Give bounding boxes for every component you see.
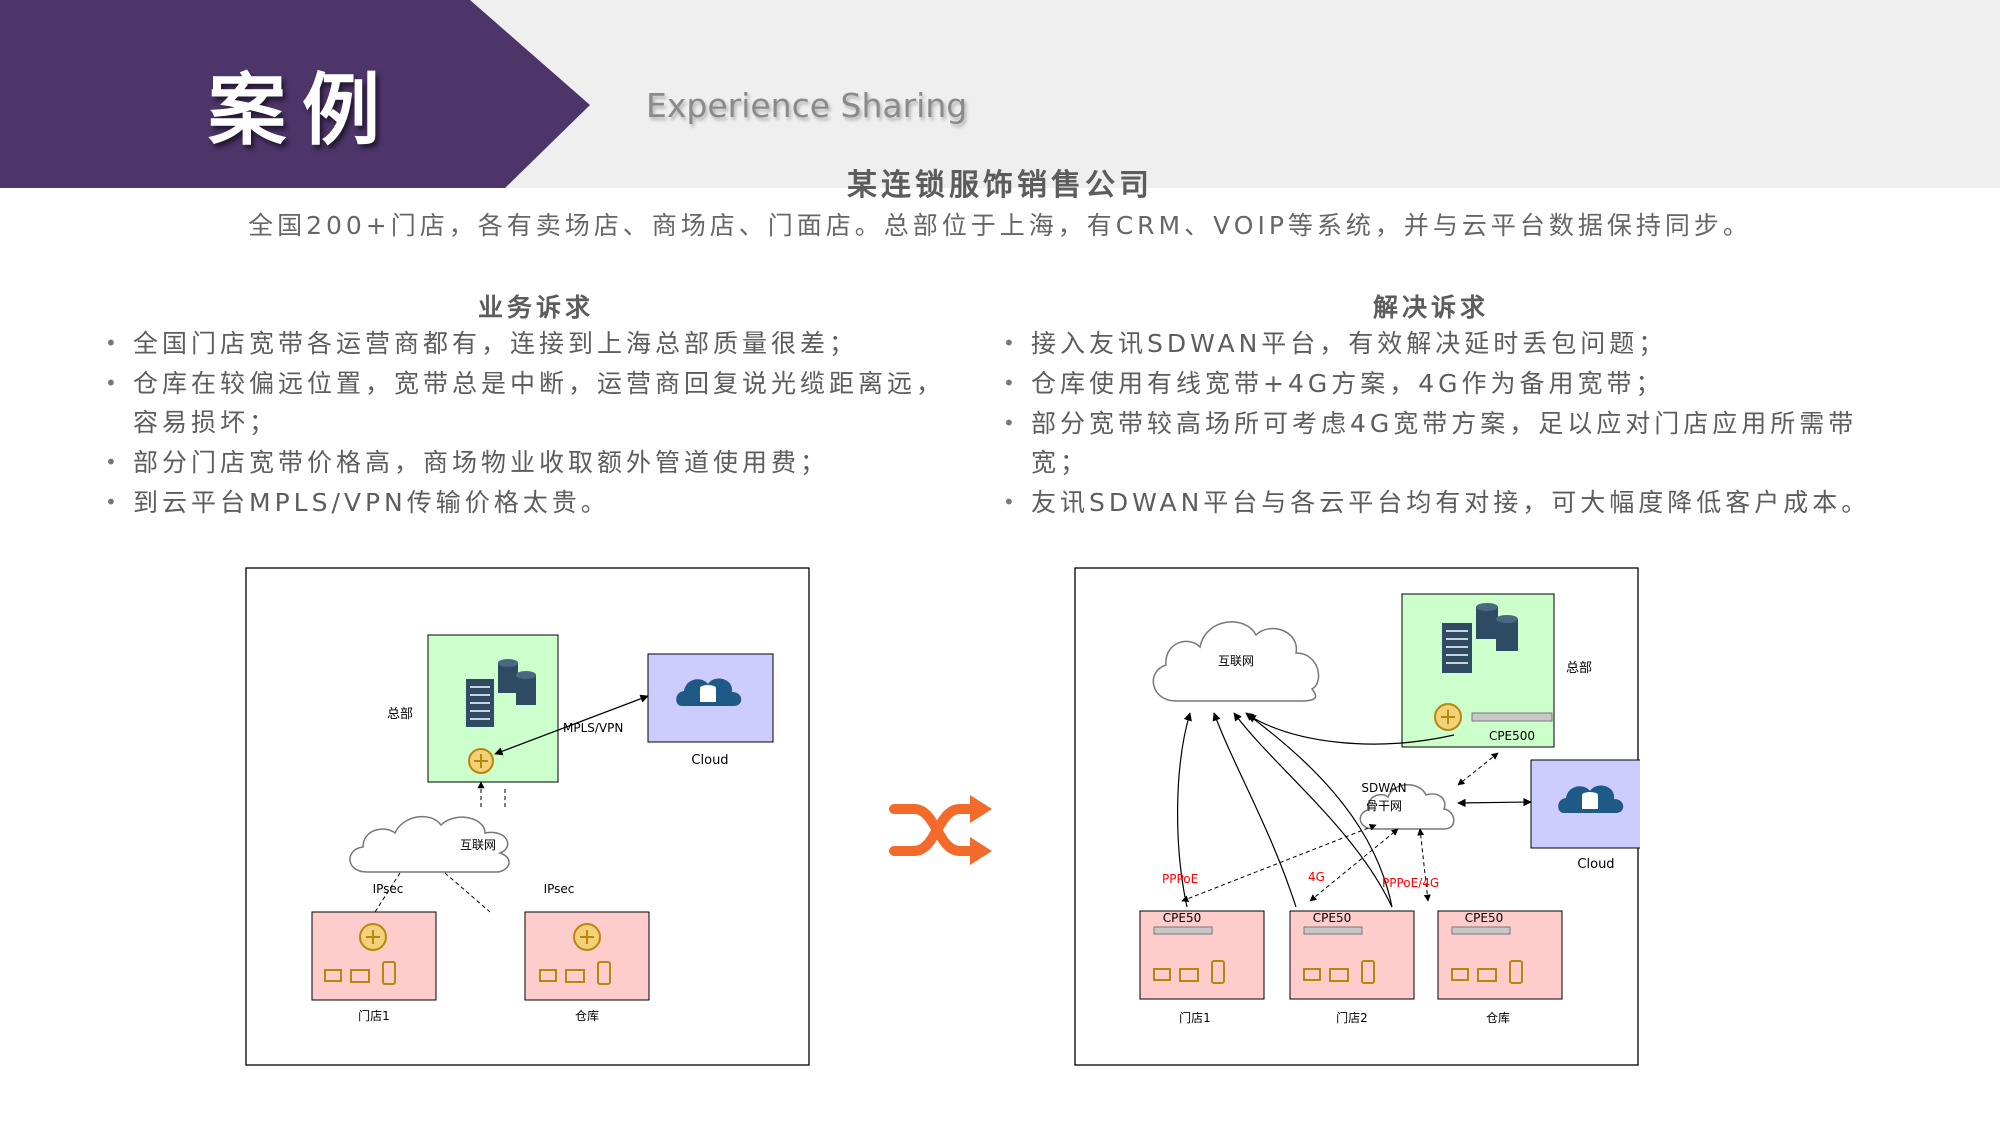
before-network-diagram: 总部 Cloud MPLS/VPN 互联网 IPsec IPsec 门店1 仓库: [245, 567, 810, 1066]
list-item: 部分门店宽带价格高，商场物业收取额外管道使用费；: [105, 443, 965, 482]
router-icon: [1434, 703, 1462, 731]
internet-label: 互联网: [1218, 654, 1254, 668]
backbone-cloud-link: [1457, 797, 1532, 808]
cpe50-device: [1303, 926, 1363, 935]
after-network-diagram: 互联网 CPE500 总部 SDWAN 骨干网 Cloud PPPoE 4G P…: [1074, 567, 1640, 1066]
store1-label: 门店1: [1179, 1010, 1211, 1025]
router-icon: [468, 748, 494, 774]
internet-label: 互联网: [460, 838, 496, 852]
store2-backbone-link: [1309, 828, 1399, 902]
list-item: 接入友讯SDWAN平台，有效解决延时丢包问题；: [1003, 324, 1883, 363]
ipsec-label-right: IPsec: [544, 882, 575, 896]
mpls-label: MPLS/VPN: [563, 721, 623, 735]
warehouse-label: 仓库: [1486, 1010, 1510, 1025]
server-icon: [1442, 603, 1518, 673]
company-name: 某连锁服饰销售公司: [847, 168, 1153, 203]
hq-internet-link: [1247, 714, 1455, 745]
cpe50-device: [1451, 926, 1511, 935]
page-subtitle: Experience Sharing: [646, 86, 968, 125]
backbone-label-1: SDWAN: [1361, 781, 1406, 795]
list-item: 部分宽带较高场所可考虑4G宽带方案，足以应对门店应用所需带宽；: [1003, 404, 1883, 482]
solution-heading: 解决诉求: [1373, 293, 1490, 322]
cloud-database-icon: [676, 678, 742, 706]
cpe500-device: [1471, 712, 1553, 722]
warehouse-label: 仓库: [575, 1008, 599, 1023]
terminal-icons: [539, 961, 611, 985]
terminal-icons: [1153, 960, 1225, 984]
store2-cpe: CPE50: [1313, 911, 1351, 925]
ipsec-link-right: [444, 872, 491, 913]
store1-label: 门店1: [358, 1008, 390, 1023]
business-requirements-heading: 业务诉求: [478, 293, 595, 322]
store1-box: [1139, 910, 1265, 1000]
terminal-icons: [324, 961, 396, 985]
cloud-label: Cloud: [691, 753, 728, 768]
cloud-label: Cloud: [1577, 857, 1614, 872]
list-item: 到云平台MPLS/VPN传输价格太贵。: [105, 483, 965, 522]
list-item: 仓库在较偏远位置，宽带总是中断，运营商回复说光缆距离远，容易损坏；: [105, 364, 965, 442]
hq-label: 总部: [1566, 661, 1592, 676]
terminal-icons: [1451, 960, 1523, 984]
store1-cpe: CPE50: [1163, 911, 1201, 925]
warehouse-box: [1437, 910, 1563, 1000]
internet-cloud: [1152, 621, 1320, 702]
sdwan-backbone-cloud: [1359, 784, 1455, 830]
hq-cpe-label: CPE500: [1489, 729, 1535, 743]
ipsec-link-left: [374, 872, 401, 913]
store2-box: [1289, 910, 1415, 1000]
internet-cloud: [349, 815, 510, 873]
4g-label: 4G: [1308, 870, 1325, 884]
terminal-icons: [1303, 960, 1375, 984]
cloud-database-icon: [1558, 785, 1624, 813]
mpls-link: [494, 694, 649, 756]
hq-backbone-link: [1457, 752, 1499, 786]
list-item: 仓库使用有线宽带+4G方案，4G作为备用宽带；: [1003, 364, 1883, 403]
list-item: 全国门店宽带各运营商都有，连接到上海总部质量很差；: [105, 324, 965, 363]
cpe50-device: [1153, 926, 1213, 935]
list-item: 友讯SDWAN平台与各云平台均有对接，可大幅度降低客户成本。: [1003, 483, 1883, 522]
router-icon: [573, 923, 601, 951]
hq-label: 总部: [387, 707, 413, 722]
company-intro: 全国200+门店，各有卖场店、商场店、门面店。总部位于上海，有CRM、VOIP等…: [248, 211, 1752, 240]
router-icon: [359, 923, 387, 951]
solution-list: 接入友讯SDWAN平台，有效解决延时丢包问题； 仓库使用有线宽带+4G方案，4G…: [1003, 324, 1883, 523]
pppoe-label: PPPoE: [1162, 872, 1198, 886]
business-requirements-list: 全国门店宽带各运营商都有，连接到上海总部质量很差； 仓库在较偏远位置，宽带总是中…: [105, 324, 965, 523]
warehouse-backbone-link: [1417, 828, 1431, 902]
store2-label: 门店2: [1336, 1010, 1368, 1025]
pppoe-4g-label: PPPoE/4G: [1382, 876, 1439, 890]
warehouse-cpe: CPE50: [1465, 911, 1503, 925]
ipsec-label-left: IPsec: [373, 882, 404, 896]
title-banner: [0, 0, 590, 188]
page-title: 案例: [208, 66, 397, 156]
backbone-label-2: 骨干网: [1366, 799, 1402, 813]
shuffle-icon: [889, 795, 992, 865]
